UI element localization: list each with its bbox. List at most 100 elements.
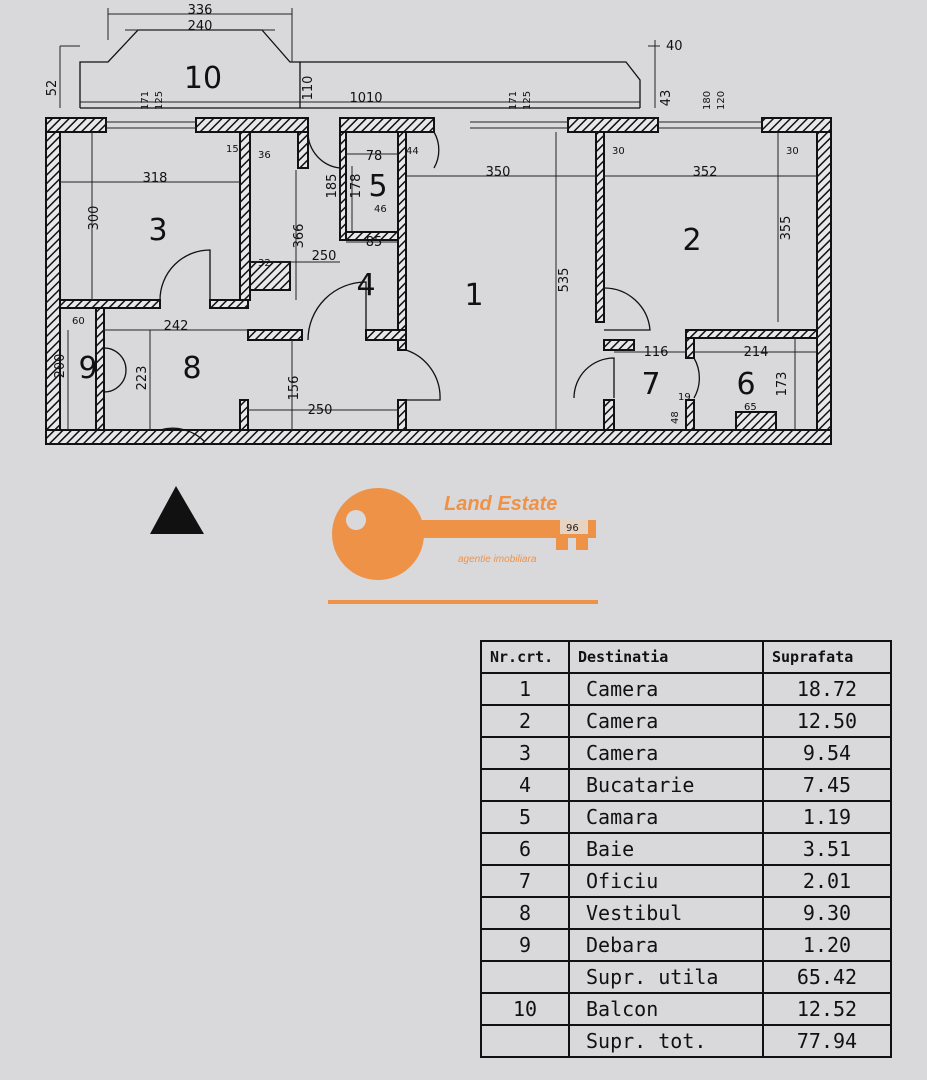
dim-156: 156 <box>287 376 302 401</box>
dim-46: 46 <box>374 204 387 215</box>
cell-suprafata: 2.01 <box>762 864 892 898</box>
dim-352: 352 <box>693 165 718 180</box>
dim-242: 242 <box>164 319 189 334</box>
cell-destinatia: Oficiu <box>568 864 764 898</box>
cell-nr: 9 <box>480 928 570 962</box>
logo-mark: 96 <box>566 523 579 534</box>
cell-suprafata: 9.54 <box>762 736 892 770</box>
cell-nr <box>480 1024 570 1058</box>
dim-171: 171 <box>140 91 151 110</box>
cell-suprafata: 1.20 <box>762 928 892 962</box>
dim-350: 350 <box>486 165 511 180</box>
dim-30: 30 <box>612 146 625 157</box>
cell-suprafata: 7.45 <box>762 768 892 802</box>
dim-180: 180 <box>702 91 713 110</box>
dim-366: 366 <box>292 224 307 249</box>
dim-1010: 1010 <box>349 91 382 106</box>
cell-destinatia: Baie <box>568 832 764 866</box>
table-header-row: Nr.crt. Destinatia Suprafata <box>480 640 892 674</box>
room-label-9: 9 <box>78 351 97 386</box>
dim-171b: 171 <box>508 91 519 110</box>
dim-30b: 30 <box>786 146 799 157</box>
dim-52: 52 <box>45 80 60 97</box>
dim-116: 116 <box>644 345 669 360</box>
cell-destinatia: Camera <box>568 736 764 770</box>
dim-36: 36 <box>258 150 271 161</box>
cell-destinatia: Bucatarie <box>568 768 764 802</box>
dim-214: 214 <box>744 345 769 360</box>
header-nr: Nr.crt. <box>480 640 570 674</box>
cell-destinatia: Debara <box>568 928 764 962</box>
dim-178: 178 <box>349 174 364 199</box>
dim-19: 19 <box>678 392 691 403</box>
cell-nr: 8 <box>480 896 570 930</box>
doors <box>103 131 701 443</box>
balcony-dimension-lines <box>80 8 660 108</box>
dim-65: 65 <box>744 402 757 413</box>
dim-85: 85 <box>366 235 383 250</box>
cell-suprafata: 12.50 <box>762 704 892 738</box>
dim-78: 78 <box>366 149 383 164</box>
cell-suprafata: 18.72 <box>762 672 892 706</box>
dim-535: 535 <box>557 268 572 293</box>
dim-125: 125 <box>154 91 165 110</box>
dim-240: 240 <box>188 19 213 34</box>
dim-125b: 125 <box>522 91 533 110</box>
dim-110: 110 <box>301 76 316 101</box>
header-destinatia: Destinatia <box>568 640 764 674</box>
dim-185: 185 <box>325 174 340 199</box>
cell-nr: 3 <box>480 736 570 770</box>
table-row: Supr. tot.77.94 <box>480 1024 892 1058</box>
room-label-1: 1 <box>464 278 483 313</box>
dim-355: 355 <box>779 216 794 241</box>
cell-nr: 5 <box>480 800 570 834</box>
cell-destinatia: Balcon <box>568 992 764 1026</box>
land-estate-logo: Land Estate agentie imobiliara 96 <box>328 488 598 604</box>
dim-300: 300 <box>87 206 102 231</box>
dim-336: 336 <box>188 3 213 18</box>
dim-40: 40 <box>666 39 683 54</box>
room-label-6: 6 <box>736 367 755 402</box>
interior-dimension-lines <box>60 132 817 430</box>
room-label-3: 3 <box>148 213 167 248</box>
room-label-10: 10 <box>184 61 222 96</box>
dim-250b: 250 <box>308 403 333 418</box>
cell-destinatia: Supr. utila <box>568 960 764 994</box>
cell-nr: 4 <box>480 768 570 802</box>
cell-suprafata: 77.94 <box>762 1024 892 1058</box>
floor-plan: 10 3 5 4 1 2 9 8 7 6 336 240 52 110 1010… <box>45 3 832 604</box>
cell-suprafata: 12.52 <box>762 992 892 1026</box>
cell-suprafata: 3.51 <box>762 832 892 866</box>
dim-223: 223 <box>135 366 150 391</box>
cell-nr: 6 <box>480 832 570 866</box>
cell-nr: 7 <box>480 864 570 898</box>
logo-name: Land Estate <box>444 493 557 515</box>
dim-173: 173 <box>775 372 790 397</box>
room-label-7: 7 <box>641 367 660 402</box>
cell-nr: 1 <box>480 672 570 706</box>
room-label-8: 8 <box>182 351 201 386</box>
dim-15: 15 <box>226 144 239 155</box>
dim-120: 120 <box>716 91 727 110</box>
cell-destinatia: Vestibul <box>568 896 764 930</box>
dim-318: 318 <box>143 171 168 186</box>
dim-60: 60 <box>72 316 85 327</box>
room-label-4: 4 <box>356 268 375 303</box>
dim-48: 48 <box>670 411 681 424</box>
dim-200: 200 <box>53 354 68 379</box>
north-arrow-icon <box>150 486 204 534</box>
cell-destinatia: Camara <box>568 800 764 834</box>
logo-tagline: agentie imobiliara <box>458 554 537 565</box>
